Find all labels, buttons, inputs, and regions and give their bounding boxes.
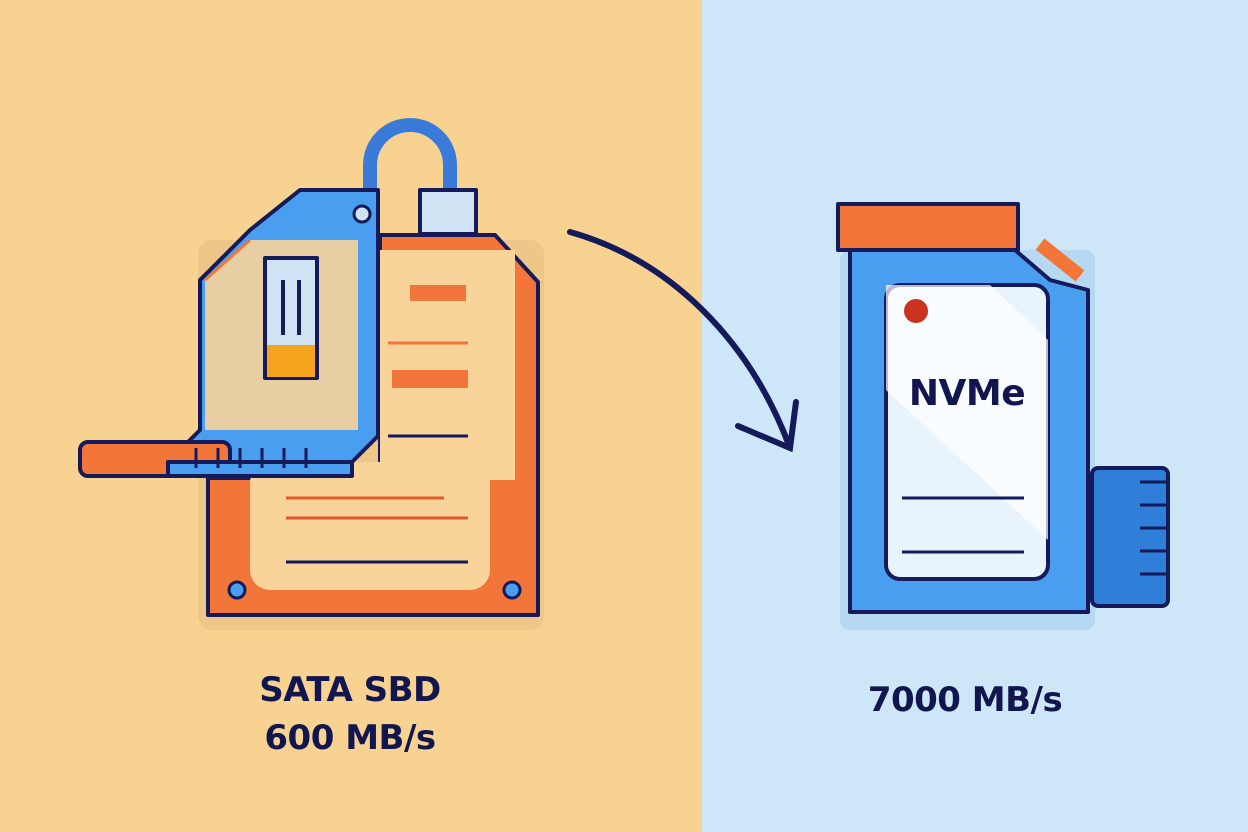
nvme-drive-icon: [836, 202, 1170, 630]
nvme-speed: 7000 MB/s: [867, 680, 1063, 720]
curved-arrow-icon: [567, 229, 799, 453]
nvme-card-label: NVMe: [908, 373, 1026, 414]
sata-speed: 600 MB/s: [264, 718, 436, 758]
sata-name: SATA SBD: [259, 670, 441, 710]
sata-drive-icon: [78, 118, 544, 630]
